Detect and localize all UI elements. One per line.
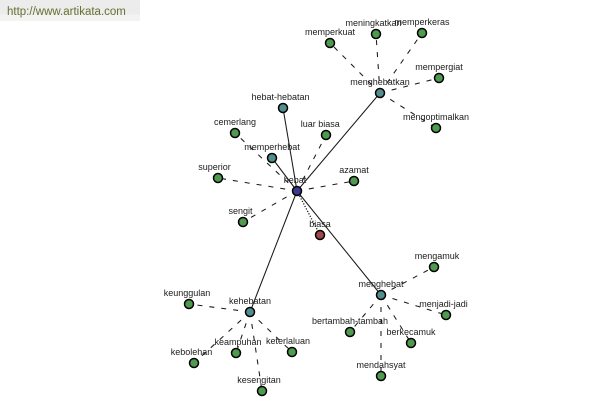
svg-text:keterlaluan: keterlaluan [266,336,310,346]
svg-text:meningkatkan: meningkatkan [345,18,401,28]
svg-text:mempergiat: mempergiat [415,62,463,72]
svg-text:bertambah-tambah: bertambah-tambah [312,316,388,326]
svg-text:kehebatan: kehebatan [229,296,271,306]
svg-text:superior: superior [198,162,231,172]
svg-text:hebat-hebatan: hebat-hebatan [251,92,309,102]
svg-text:berkecamuk: berkecamuk [386,327,436,337]
svg-text:biasa: biasa [309,219,331,229]
svg-text:kebolehan: kebolehan [171,347,213,357]
svg-text:memperkeras: memperkeras [394,17,450,27]
svg-text:keampuhan: keampuhan [214,337,261,347]
svg-text:kesengitan: kesengitan [237,375,281,385]
svg-text:mengamuk: mengamuk [415,251,460,261]
svg-text:mendahsyat: mendahsyat [356,360,406,370]
svg-text:mengoptimalkan: mengoptimalkan [403,112,469,122]
svg-text:keunggulan: keunggulan [164,288,211,298]
svg-text:menjadi-jadi: menjadi-jadi [419,299,468,309]
svg-text:cemerlang: cemerlang [214,117,256,127]
svg-text:sengit: sengit [228,206,253,216]
svg-text:memperhebat: memperhebat [244,142,300,152]
svg-text:memperkuat: memperkuat [305,27,356,37]
svg-text:azamat: azamat [339,165,369,175]
svg-text:luar biasa: luar biasa [301,119,340,129]
svg-text:hebat: hebat [284,175,307,185]
svg-text:menghebat: menghebat [358,279,404,289]
svg-text:menghebatkan: menghebatkan [350,77,410,87]
